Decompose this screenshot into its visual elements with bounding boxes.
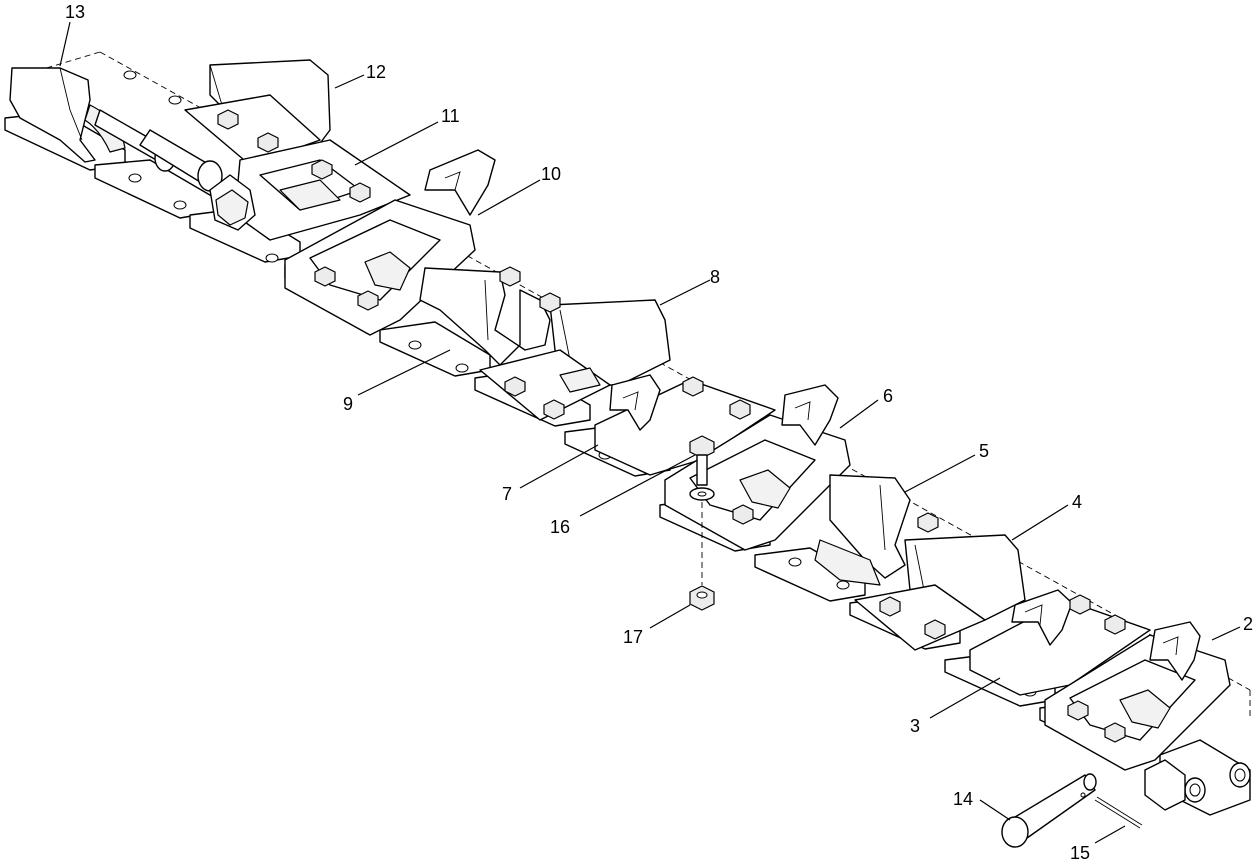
part-7-flight [594,374,776,476]
part-2-bracket [1044,621,1231,771]
callout-5: 5 [979,441,989,461]
callout-16: 16 [550,517,570,537]
part-4-paddle [854,512,1026,651]
callout-9: 9 [343,394,353,414]
callout-labels: 2 3 4 5 6 7 8 9 10 11 12 13 14 15 16 17 [65,2,1253,863]
part-15-cotter [1094,796,1143,829]
part-5-guard [814,474,911,586]
callout-12: 12 [366,62,386,82]
part-6-bracket [664,384,851,551]
leader-lines [59,21,1241,844]
part-16-bolt [689,435,715,585]
part-14-pin [1001,773,1097,848]
part-12-paddle [184,59,331,166]
callout-11: 11 [441,106,460,126]
callout-10: 10 [541,164,561,184]
callout-15: 15 [1070,843,1090,863]
callout-13: 13 [65,2,85,22]
part-8-paddle [479,266,671,421]
callout-4: 4 [1072,492,1082,512]
part-10-bracket [284,149,496,336]
callout-6: 6 [883,386,893,406]
callout-3: 3 [910,716,920,736]
chain-end-rollers [1144,739,1251,816]
part-17-nut [689,585,715,611]
callout-17: 17 [623,627,643,647]
part-3-flight [969,589,1151,696]
part-11-flight [209,139,411,241]
callout-14: 14 [953,789,973,809]
callout-8: 8 [710,267,720,287]
callout-7: 7 [502,484,512,504]
callout-2: 2 [1243,614,1253,634]
